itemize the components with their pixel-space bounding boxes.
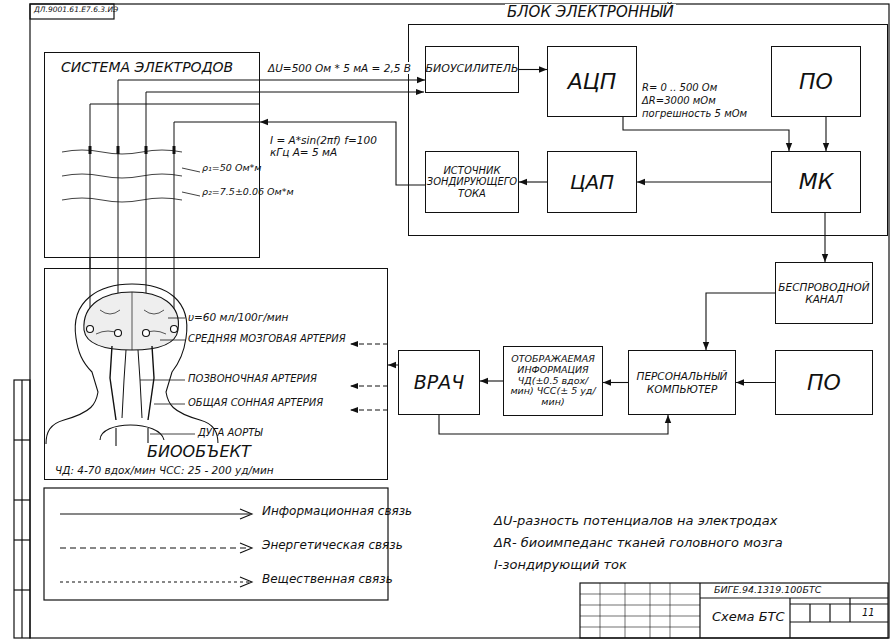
block-label: ОТОБРАЖАЕМАЯ ИНФОРМАЦИЯ ЧД(±0.5 вдох/мин… <box>507 354 599 409</box>
edge-label: I = A*sin(2πf) f=100 кГц A= 5 мА <box>268 134 390 158</box>
resistivity: ρ₂=7.5±0.06 Ом*м <box>202 187 294 198</box>
drawing-title: Схема БТС <box>712 610 785 625</box>
artery-name: ОБЩАЯ СОННАЯ АРТЕРИЯ <box>188 397 323 409</box>
block-box: МК <box>771 151 861 213</box>
range-note: R= 0 .. 500 Ом <box>642 82 717 94</box>
connector <box>706 293 775 350</box>
block-label: БЛОК ЭЛЕКТРОННЫЙ <box>505 4 676 21</box>
connector <box>519 181 547 182</box>
block-label: ПО <box>799 69 833 94</box>
connector <box>603 382 628 383</box>
block-box: ВРАЧ <box>398 350 480 415</box>
block-box: БИОУСИЛИТЕЛЬ <box>425 46 519 93</box>
legend-text: Вещественная связь <box>262 573 393 587</box>
block-label: ПО <box>807 370 841 395</box>
block-box: ПЕРСОНАЛЬНЫЙ КОМПЬЮТЕР <box>628 350 736 415</box>
block-label: ПЕРСОНАЛЬНЫЙ КОМПЬЮТЕР <box>632 370 732 394</box>
block-label: МК <box>799 169 834 194</box>
connector <box>89 258 90 268</box>
connector <box>825 117 826 151</box>
block-box: БЕСПРОВОДНОЙ КАНАЛ <box>775 262 873 324</box>
connector <box>388 364 398 365</box>
edge-label: ΔU=500 Ом * 5 мА = 2,5 В <box>266 62 413 74</box>
block-box: БЛОК ЭЛЕКТРОННЫЙБИОУСИЛИТЕЛЬАЦППОИСТОЧНИ… <box>408 24 888 236</box>
range-note: ΔR=3000 мОм <box>642 95 716 107</box>
connector <box>260 79 425 80</box>
connector <box>623 117 789 151</box>
block-label: БИОУСИЛИТЕЛЬ <box>425 63 518 76</box>
block-label: БЕСПРОВОДНОЙ КАНАЛ <box>778 281 869 305</box>
artery-name: СРЕДНЯЯ МОЗГОВАЯ АРТЕРИЯ <box>188 333 346 345</box>
drawing-code: БИГЕ.94.1319.100БТС <box>714 585 821 596</box>
tissue-layers <box>62 150 200 202</box>
block-box: ЦАП <box>547 151 637 213</box>
sheet-frame <box>30 4 889 638</box>
block-box: ИСТОЧНИК ЗОНДИРУЮЩЕГО ТОКА <box>425 151 519 213</box>
legend-samples <box>60 509 252 587</box>
artery-name: ДУГА АОРТЫ <box>198 427 263 439</box>
leader-lines <box>140 318 195 434</box>
stamp-code: ДЛ.9001.61.Е7.6.3.ИЭ <box>34 6 118 15</box>
note: I-зондирующий ток <box>494 558 627 573</box>
block-label: ВРАЧ <box>414 372 465 394</box>
energy-arrows <box>350 344 388 410</box>
block-box: АЦП <box>547 46 637 117</box>
block-box: СИСТЕМА ЭЛЕКТРОДОВ <box>44 52 260 258</box>
electrodes <box>90 146 174 154</box>
title-block <box>580 583 888 638</box>
block-label: ЧД: 4-70 вдох/мин ЧСС: 25 - 200 уд/мин <box>53 464 276 476</box>
block-label: БИООБЪЕКТ <box>145 443 253 461</box>
side-strip <box>14 380 30 638</box>
connector <box>260 122 425 185</box>
block-label: ИСТОЧНИК ЗОНДИРУЮЩЕГО ТОКА <box>427 165 517 199</box>
connector <box>439 415 668 434</box>
block-box: ОТОБРАЖАЕМАЯ ИНФОРМАЦИЯ ЧД(±0.5 вдох/мин… <box>503 346 603 416</box>
block-box: ПО <box>771 46 861 117</box>
note: ΔU-разность потенциалов на электродах <box>494 514 777 529</box>
range-note: погрешность 5 мОм <box>642 108 747 120</box>
legend-text: Энергетическая связь <box>262 539 403 553</box>
connector <box>736 382 775 383</box>
block-label: ЦАП <box>570 171 614 194</box>
block-label: АЦП <box>568 69 617 94</box>
artery-name: ПОЗВОНОЧНАЯ АРТЕРИЯ <box>188 373 317 385</box>
head-illustration <box>46 284 218 446</box>
block-box: ПО <box>775 350 873 415</box>
connector <box>519 69 547 70</box>
connector <box>480 380 503 381</box>
block-label: СИСТЕМА ЭЛЕКТРОДОВ <box>59 59 235 75</box>
sheet-number: 11 <box>862 607 875 619</box>
resistivity: ρ₁=50 Ом*м <box>202 163 261 174</box>
blood-flow: υ=60 мл/100г/мин <box>188 311 288 323</box>
note: ΔR- биоимпеданс тканей головного мозга <box>494 536 783 551</box>
legend-text: Информационная связь <box>262 505 412 519</box>
connector <box>637 181 771 182</box>
connector <box>824 213 825 262</box>
